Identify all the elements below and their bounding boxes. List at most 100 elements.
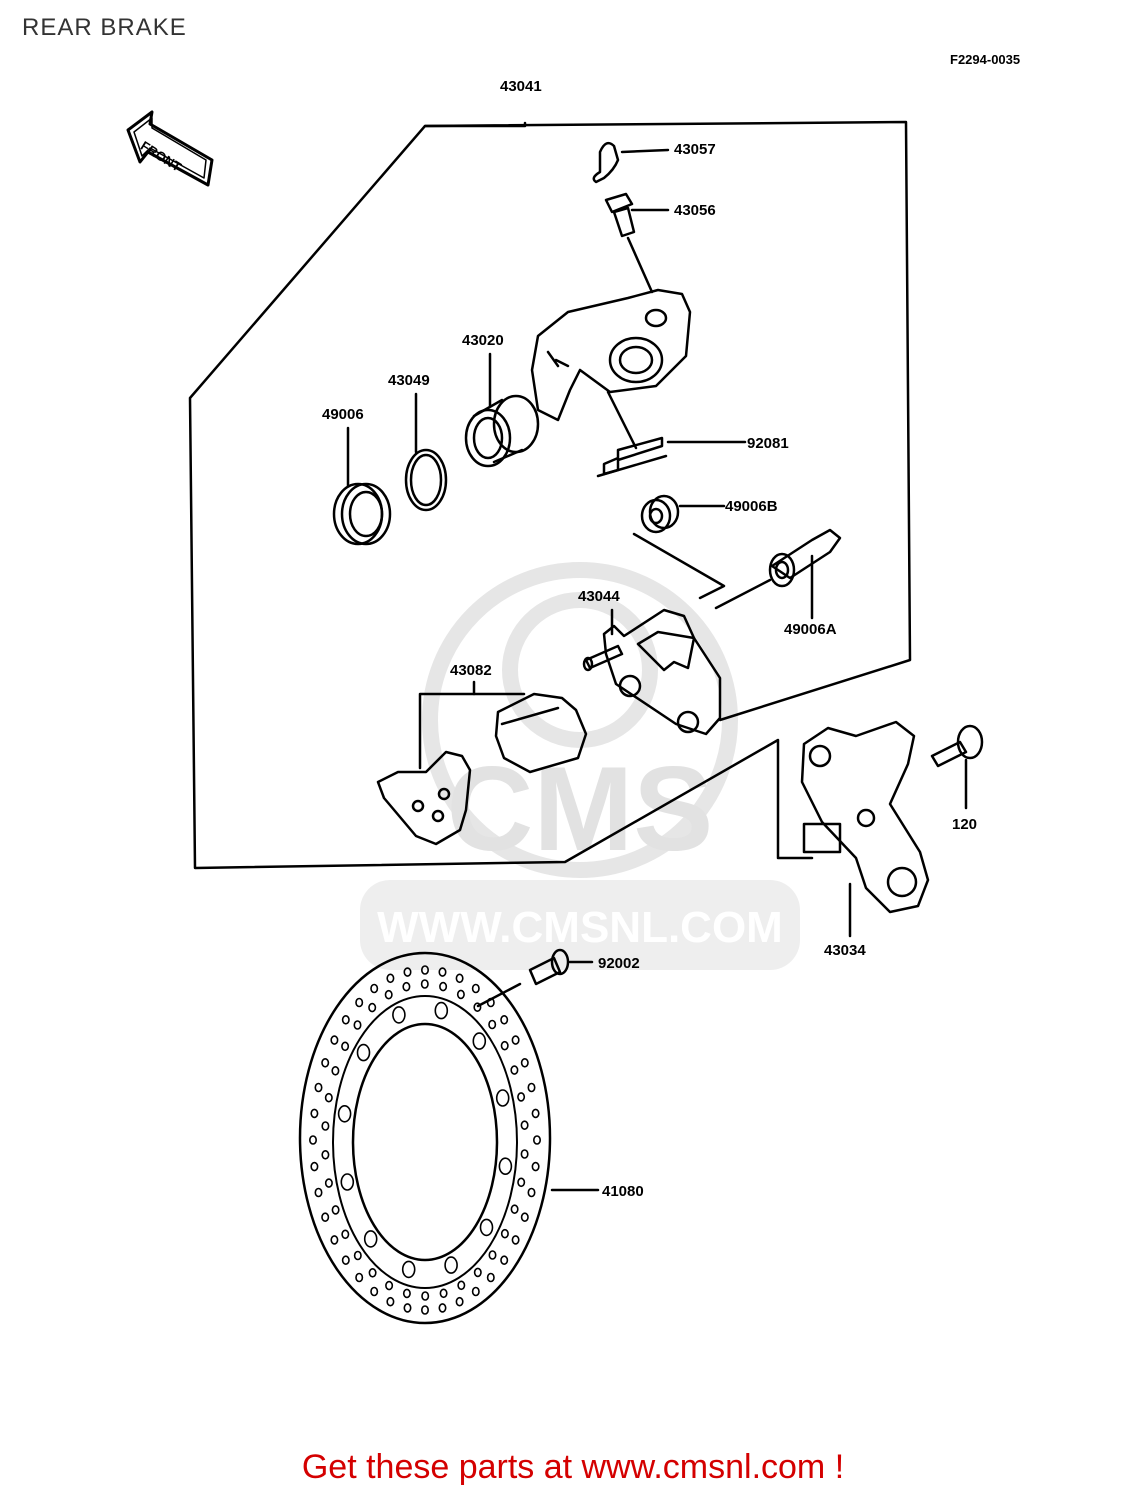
part-label-43044[interactable]: 43044 xyxy=(578,588,620,605)
disc-hole xyxy=(392,1006,406,1024)
disc-hole xyxy=(471,983,480,994)
disc-hole xyxy=(341,1229,350,1240)
piston-icon xyxy=(464,352,540,468)
disc-hole xyxy=(341,1255,350,1265)
part-label-43056[interactable]: 43056 xyxy=(674,202,716,219)
disc-hole xyxy=(355,997,364,1008)
disc-hole xyxy=(310,1161,319,1172)
caliper-body-icon xyxy=(530,288,692,450)
disc-hole xyxy=(331,1205,340,1215)
disc-hole xyxy=(331,1066,340,1076)
disc-hole xyxy=(308,1135,317,1145)
disc-hole xyxy=(495,1089,510,1107)
part-label-43082[interactable]: 43082 xyxy=(450,662,492,679)
cms-watermark: CMS WWW.CMSNL.COM xyxy=(360,562,800,970)
disc-hole xyxy=(420,965,429,975)
disc-hole xyxy=(385,1280,394,1291)
brake-pads-icon xyxy=(376,680,588,846)
disc-hole xyxy=(472,1032,487,1050)
disc-hole xyxy=(341,1041,350,1052)
disc-hole xyxy=(532,1135,541,1145)
disc-hole xyxy=(321,1058,330,1068)
disc-hole xyxy=(527,1082,536,1093)
disc-hole xyxy=(455,973,464,984)
disc-hole xyxy=(355,1272,364,1283)
disc-hole xyxy=(517,1092,526,1102)
disc-hole xyxy=(500,1255,509,1265)
disc-hole xyxy=(324,1178,333,1188)
figure-code: F2294-0035 xyxy=(950,52,1021,67)
disc-hole xyxy=(510,1065,519,1075)
disc-hole xyxy=(370,1286,379,1297)
disc-hole xyxy=(488,1019,497,1030)
part-label-49006B[interactable]: 49006B xyxy=(725,498,778,515)
disc-hole xyxy=(498,1157,513,1175)
disc-bolt-icon xyxy=(476,948,594,1008)
disc-hole xyxy=(473,1267,482,1278)
part-label-49006[interactable]: 49006 xyxy=(322,406,364,423)
disc-hole xyxy=(531,1108,540,1119)
slide-pin-icon xyxy=(714,528,842,620)
disc-hole xyxy=(310,1108,319,1119)
torque-link-icon xyxy=(800,720,930,938)
disc-hole xyxy=(386,973,395,984)
disc-hole xyxy=(403,1303,412,1313)
disc-hole xyxy=(324,1092,333,1103)
disc-hole xyxy=(531,1161,540,1172)
watermark-url: WWW.CMSNL.COM xyxy=(377,903,783,952)
disc-hole xyxy=(438,1303,447,1313)
disc-hole xyxy=(471,1286,480,1297)
disc-hole xyxy=(340,1173,355,1191)
disc-hole xyxy=(527,1187,536,1198)
disc-hole xyxy=(520,1212,529,1222)
caliper-bracket-icon xyxy=(582,608,722,736)
assembly-outline xyxy=(188,121,814,870)
disc-hole xyxy=(439,1288,448,1299)
disc-hole xyxy=(353,1020,362,1030)
disc-hole xyxy=(500,1228,509,1239)
disc-hole xyxy=(517,1177,526,1188)
pad-spring-icon xyxy=(596,436,747,478)
disc-hole xyxy=(420,1305,429,1315)
disc-hole xyxy=(500,1014,509,1025)
part-label-120[interactable]: 120 xyxy=(952,816,978,833)
disc-hole xyxy=(321,1121,330,1131)
disc-hole xyxy=(330,1035,339,1045)
part-label-43020[interactable]: 43020 xyxy=(462,332,504,349)
bleeder-valve-icon xyxy=(604,192,670,294)
assembly-outline-right xyxy=(423,120,912,722)
disc-holes xyxy=(308,965,541,1315)
disc-hole xyxy=(356,1043,371,1062)
disc-hole xyxy=(500,1040,509,1051)
part-label-92081[interactable]: 92081 xyxy=(747,435,789,452)
boot-b-icon xyxy=(632,494,726,600)
disc-hole xyxy=(444,1256,458,1274)
disc-hole xyxy=(421,1291,430,1301)
disc-hole xyxy=(402,1288,411,1299)
footer-cta-link[interactable]: Get these parts at www.cmsnl.com ! xyxy=(301,1448,845,1486)
disc-hole xyxy=(520,1149,529,1159)
disc-hole xyxy=(510,1204,519,1214)
disc-hole xyxy=(520,1120,529,1130)
disc-hole xyxy=(314,1187,323,1198)
part-label-43049[interactable]: 43049 xyxy=(388,372,430,389)
disc-hole xyxy=(401,1260,416,1279)
part-label-43057[interactable]: 43057 xyxy=(674,141,716,158)
dust-seal-icon xyxy=(332,426,392,546)
part-label-43041[interactable]: 43041 xyxy=(500,78,542,95)
part-label-92002[interactable]: 92002 xyxy=(598,955,640,972)
disc-hole xyxy=(488,1250,497,1260)
disc-hole xyxy=(455,1296,464,1307)
part-label-49006A[interactable]: 49006A xyxy=(784,621,837,638)
disc-hole xyxy=(368,1268,377,1278)
disc-hole xyxy=(511,1035,520,1045)
disc-hole xyxy=(457,1280,466,1291)
disc-hole xyxy=(486,1272,495,1283)
disc-hole xyxy=(321,1212,330,1222)
part-label-41080[interactable]: 41080 xyxy=(602,1183,644,1200)
disc-hole xyxy=(384,989,393,1000)
disc-hole xyxy=(403,967,412,977)
part-label-43034[interactable]: 43034 xyxy=(824,942,866,959)
disc-hole xyxy=(314,1082,323,1093)
